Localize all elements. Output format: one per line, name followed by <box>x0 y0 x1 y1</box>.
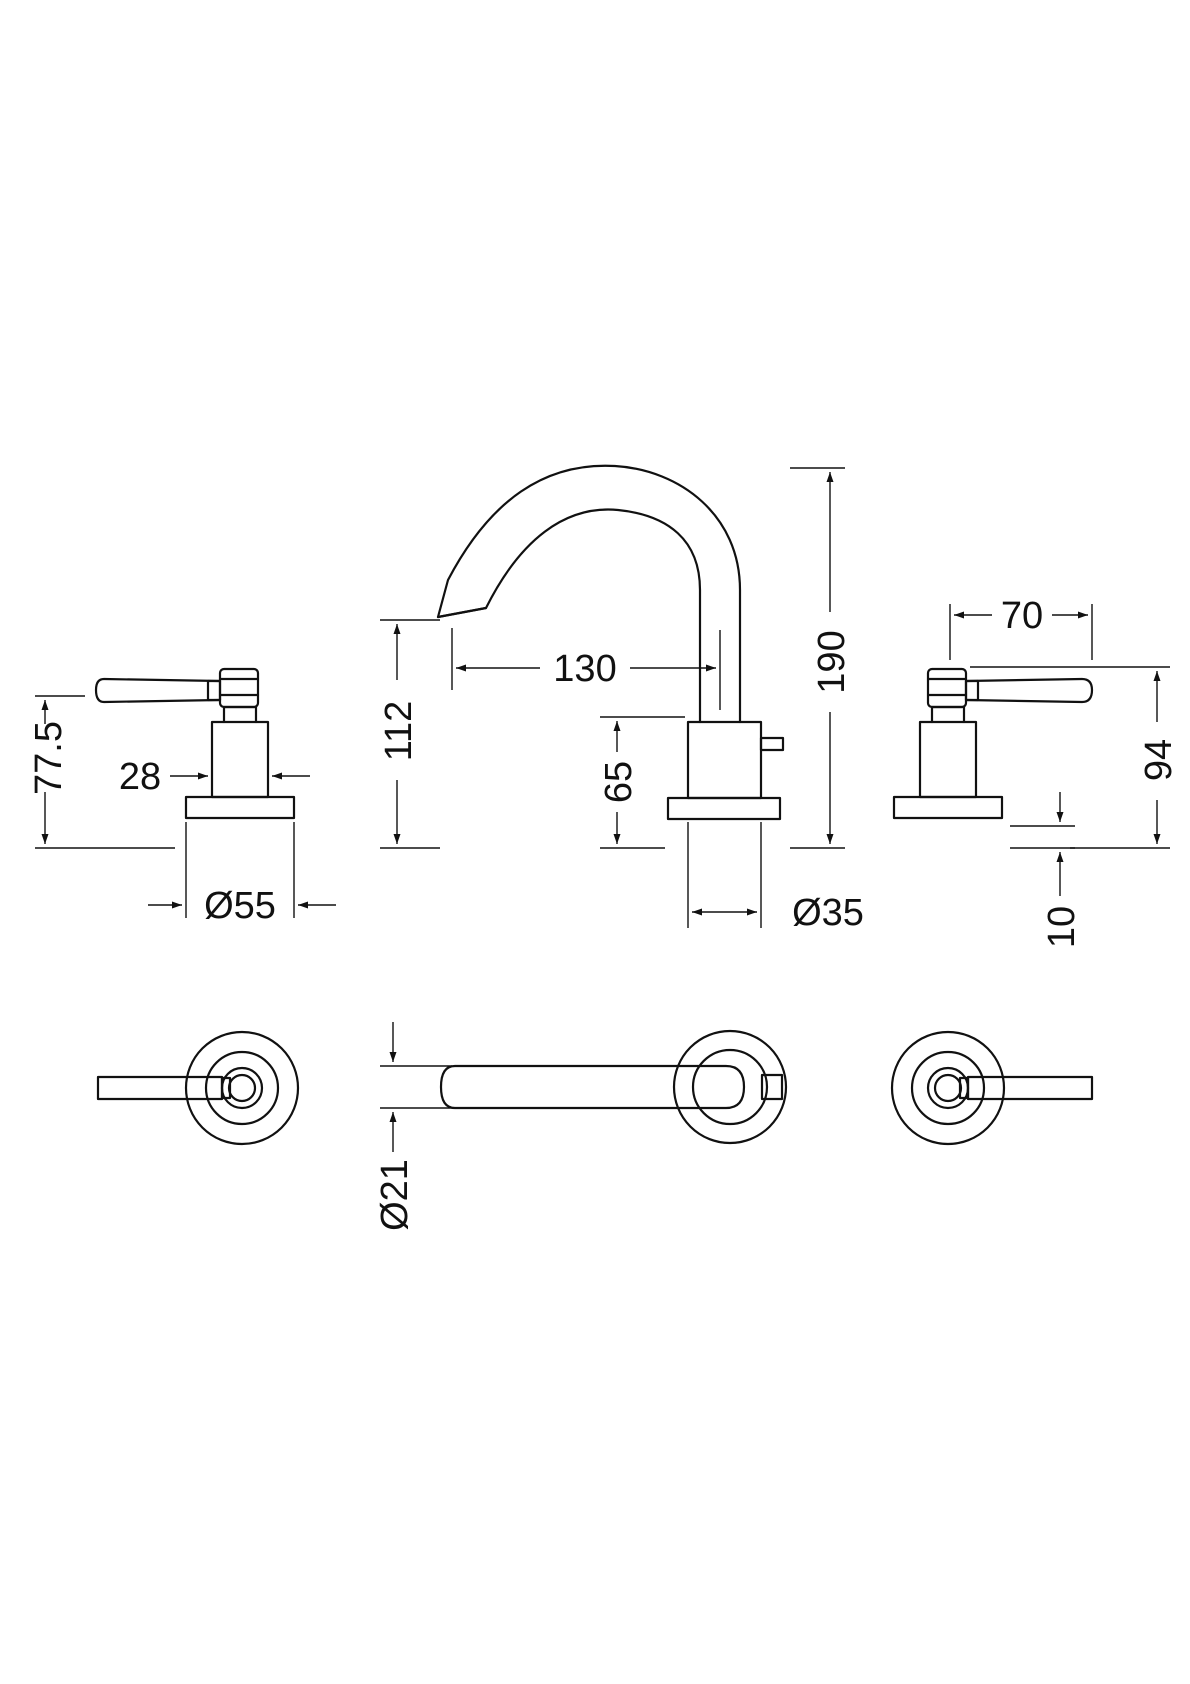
dim-overall-height: 190 <box>790 467 853 849</box>
dim-body-height-spout: 65 <box>598 716 685 849</box>
spout-body <box>686 720 763 800</box>
dim-base-thickness-label: 10 <box>1041 906 1083 948</box>
dim-lever-overall-height-label: 94 <box>1138 739 1180 781</box>
dim-body-diameter-lever-label: 28 <box>119 756 161 798</box>
dim-spout-reach-label: 130 <box>553 648 616 690</box>
dim-base-diameter-lever-label: Ø55 <box>204 885 276 927</box>
dim-spout-inlet-height-label: 112 <box>378 701 420 762</box>
right-valve-upper-body <box>930 705 966 724</box>
spout-plan <box>439 1029 788 1145</box>
left-valve-elevation <box>94 667 296 820</box>
dim-spout-inlet-height: 112 <box>378 619 440 849</box>
spout-lever-stub <box>759 736 785 752</box>
dim-lever-width: 70 <box>949 595 1093 660</box>
spout-pipe <box>436 464 742 724</box>
left-valve-lever <box>94 677 222 704</box>
dim-base-thickness: 10 <box>1010 792 1083 948</box>
dim-spout-diameter: Ø21 <box>374 1022 452 1231</box>
dim-base-diameter-lever: Ø55 <box>148 822 336 927</box>
dim-lever-width-label: 70 <box>1001 595 1043 637</box>
right-valve-body <box>918 720 978 799</box>
left-valve-head <box>218 667 260 709</box>
spout-elevation <box>436 464 785 821</box>
left-valve-base <box>184 795 296 820</box>
right-valve-plan-lever <box>966 1075 1094 1101</box>
spout-base <box>666 796 782 821</box>
left-valve-body <box>210 720 270 799</box>
dim-lever-height-label: 77.5 <box>28 721 70 795</box>
right-valve-elevation <box>892 667 1094 820</box>
right-valve-plan <box>890 1030 1094 1146</box>
spout-plan-pipe <box>439 1064 746 1110</box>
right-valve-lever <box>964 677 1094 704</box>
dim-lever-overall-height: 94 <box>970 666 1180 849</box>
dim-overall-height-label: 190 <box>811 630 853 693</box>
dim-lever-height: 77.5 <box>28 695 175 849</box>
left-valve-plan <box>96 1030 300 1146</box>
dim-body-height-spout-label: 65 <box>598 761 640 803</box>
dim-spout-base-diameter: Ø35 <box>687 822 864 934</box>
dim-body-diameter-lever: 28 <box>119 756 310 798</box>
left-valve-upper-body <box>222 705 258 724</box>
dim-spout-diameter-label: Ø21 <box>374 1159 416 1231</box>
right-valve-head <box>926 667 968 709</box>
left-valve-plan-lever <box>96 1075 224 1101</box>
right-valve-base <box>892 795 1004 820</box>
dim-spout-base-diameter-label: Ø35 <box>792 892 864 934</box>
dim-spout-reach: 130 <box>451 628 721 710</box>
